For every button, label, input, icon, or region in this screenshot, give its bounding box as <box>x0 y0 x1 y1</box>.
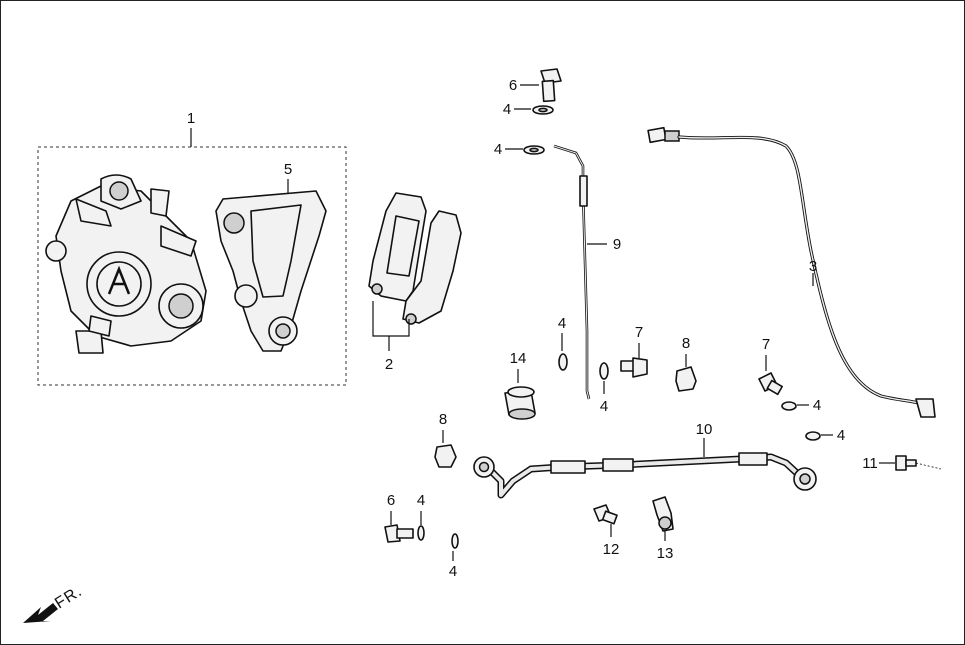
hose-clip-13: 13 <box>652 496 674 562</box>
brake-caliper-assembly-group: 1 5 <box>37 110 347 386</box>
washer-left-mid: 4 <box>558 315 568 371</box>
brake-caliper <box>45 174 207 354</box>
washer-right-lower: 4 <box>805 427 845 444</box>
banjo-bolt-top: 6 <box>509 68 562 103</box>
washer-bottom-b: 4 <box>449 533 459 580</box>
callout-4-top: 4 <box>503 101 511 118</box>
callout-11: 11 <box>862 455 878 472</box>
bleeder-screw-mid: 7 <box>620 324 648 378</box>
brake-line: 4 9 <box>494 141 621 400</box>
brake-hose: 10 <box>473 421 817 499</box>
callout-9: 9 <box>613 236 621 253</box>
speed-sensor-wire: 3 <box>647 126 936 418</box>
callout-13: 13 <box>657 545 674 562</box>
callout-4-c: 4 <box>813 397 821 414</box>
callout-4-line: 4 <box>494 141 502 158</box>
washer-mid: 4 <box>599 362 609 415</box>
callout-4-b: 4 <box>600 398 608 415</box>
front-direction-indicator: FR. <box>23 583 86 623</box>
callout-2: 2 <box>385 356 393 373</box>
bracket-leader-2 <box>372 301 410 337</box>
caliper-assembly-dashed-box <box>37 146 347 386</box>
callout-7-right: 7 <box>762 336 770 353</box>
washer-right-upper: 4 <box>781 397 821 414</box>
callout-8-left: 8 <box>439 411 447 428</box>
washer-bottom-a: 4 <box>417 492 425 541</box>
callout-10: 10 <box>696 421 713 438</box>
callout-4-d: 4 <box>837 427 845 444</box>
hose-clamp-mid: 8 <box>675 335 697 392</box>
front-direction-arrow-icon <box>23 603 58 623</box>
callout-14: 14 <box>510 350 527 367</box>
hose-clamp-left: 8 <box>434 411 457 468</box>
callout-4-a: 4 <box>558 315 566 332</box>
caliper-bracket: 5 <box>215 161 327 352</box>
callout-3: 3 <box>809 258 817 275</box>
washer-top: 4 <box>503 101 554 118</box>
callout-8-mid: 8 <box>682 335 690 352</box>
callout-7-mid: 7 <box>635 324 643 341</box>
callout-6-bottom: 6 <box>387 492 395 509</box>
front-direction-label: FR. <box>52 583 85 613</box>
bleeder-screw-right: 7 <box>758 336 783 396</box>
bolt-12: 12 <box>593 504 620 558</box>
callout-6-top: 6 <box>509 77 517 94</box>
callout-4-f: 4 <box>449 563 457 580</box>
grommet: 14 <box>504 350 536 420</box>
brand-logo-icon <box>107 265 131 295</box>
sensor-bolt: 11 <box>862 455 942 472</box>
callout-4-e: 4 <box>417 492 425 509</box>
banjo-bolt-bottom: 6 <box>384 492 414 543</box>
brake-pads: 2 <box>368 192 462 373</box>
callout-5: 5 <box>284 161 292 178</box>
callout-12: 12 <box>603 541 620 558</box>
callout-1: 1 <box>187 110 195 127</box>
